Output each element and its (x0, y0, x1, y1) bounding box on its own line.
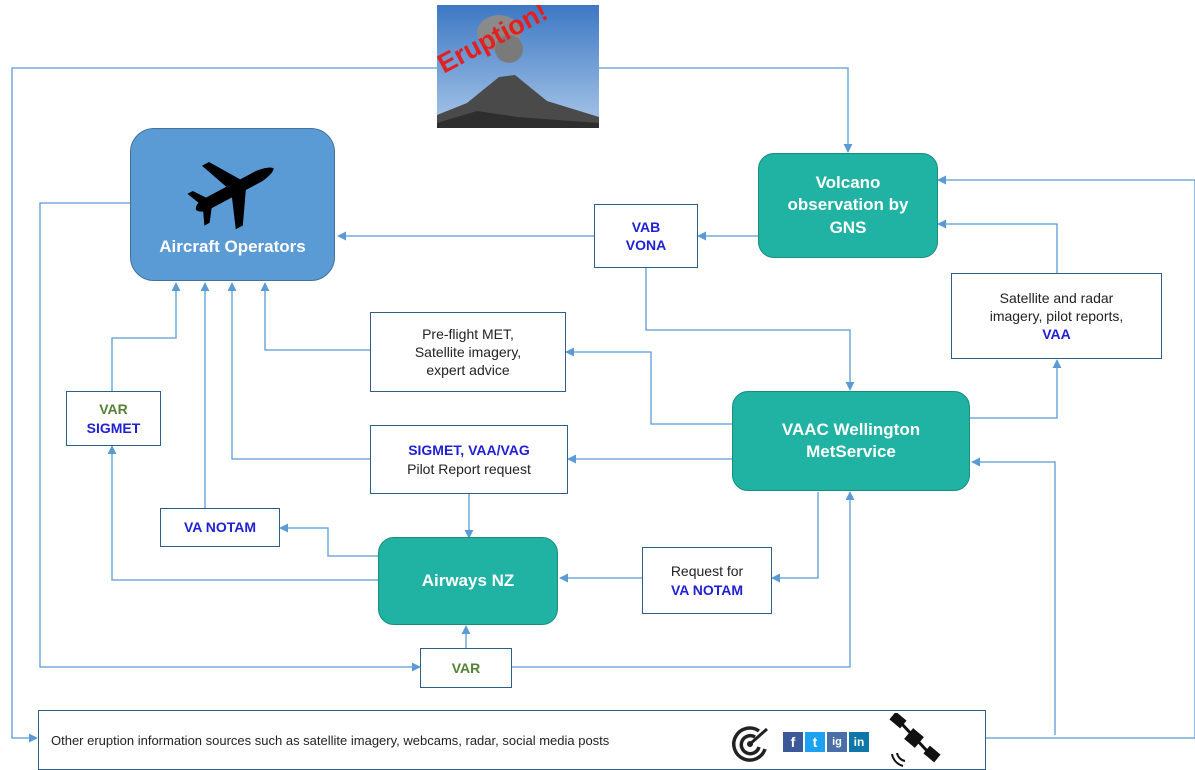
arrow-varsigmet-aircraft (111, 282, 181, 391)
va-notam-label: VA NOTAM (183, 519, 257, 536)
arrow-vaac-request (771, 492, 819, 583)
request-notam-box: Request for VA NOTAM (642, 547, 772, 614)
request-notam-line1: Request for (670, 563, 744, 580)
arrow-eruption-sources (11, 67, 437, 743)
arrow-vaac-preflight (565, 347, 732, 425)
arrow-airways-varsigmet (107, 445, 378, 581)
airplane-icon (186, 162, 274, 230)
instagram-icon: ig (827, 732, 847, 752)
request-notam-line2: VA NOTAM (670, 581, 744, 598)
vaac-label-line2: MetService (806, 442, 896, 461)
arrow-satradar-gns (937, 219, 1058, 273)
sigmet-vaa-box: SIGMET, VAA/VAG Pilot Report request (370, 425, 568, 494)
radar-icon (732, 726, 768, 762)
aircraft-operators-label: Aircraft Operators (159, 237, 306, 257)
var-label: VAR (99, 401, 128, 418)
gns-node: Volcano observation by GNS (758, 153, 938, 258)
var-bottom-label: VAR (451, 659, 481, 676)
arrow-eruption-gns (599, 67, 853, 153)
facebook-glyph: f (790, 734, 796, 750)
vona-label: VONA (625, 237, 667, 253)
arrow-sources-gns (937, 175, 1195, 739)
preflight-line1: Pre-flight MET, (422, 325, 514, 342)
airways-node: Airways NZ (378, 537, 558, 625)
facebook-icon: f (783, 732, 803, 752)
volcano-icon (437, 5, 599, 128)
preflight-box: Pre-flight MET, Satellite imagery, exper… (370, 312, 566, 392)
airways-label: Airways NZ (421, 570, 515, 590)
arrow-airways-vanotam (279, 523, 378, 557)
var-sigmet-box: VAR SIGMET (66, 391, 161, 446)
va-notam-box: VA NOTAM (160, 508, 280, 547)
vaac-node: VAAC Wellington MetService (732, 391, 970, 491)
sigmet-vaa-line1: SIGMET, VAA/VAG (408, 442, 530, 459)
arrow-sources-vaac (971, 457, 1056, 735)
arrow-vab-vaac (645, 268, 855, 391)
satellite-radar-line3: VAA (1042, 326, 1071, 343)
aircraft-operators-node: Aircraft Operators (130, 128, 335, 281)
preflight-line3: expert advice (426, 362, 510, 379)
var-bottom-box: VAR (420, 648, 512, 688)
satellite-radar-line1: Satellite and radar (999, 289, 1114, 306)
other-sources-label: Other eruption information sources such … (51, 733, 610, 748)
linkedin-glyph: in (853, 735, 865, 749)
satellite-icon (889, 713, 941, 767)
arrow-aircraft-var (39, 202, 421, 672)
gns-label: Volcano observation by GNS (787, 173, 909, 237)
other-sources-box: Other eruption information sources such … (38, 710, 986, 770)
arrow-preflight-aircraft (260, 282, 370, 351)
satellite-radar-line2: imagery, pilot reports, (989, 307, 1124, 324)
arrow-var-vaac (512, 491, 855, 668)
vab-label: VAB (631, 218, 661, 235)
arrow-vaac-satradar (970, 359, 1062, 419)
instagram-glyph: ig (832, 736, 842, 748)
eruption-label-text: Eruption! (437, 5, 553, 80)
linkedin-icon: in (849, 732, 869, 752)
sigmet-label: SIGMET (86, 419, 141, 436)
eruption-image: Eruption! (437, 5, 599, 128)
eruption-label: Eruption! (437, 5, 599, 128)
twitter-icon: t (805, 732, 825, 752)
sigmet-vaa-line2: Pilot Report request (407, 460, 531, 477)
vaac-label-line1: VAAC Wellington (781, 419, 921, 439)
satellite-radar-box: Satellite and radar imagery, pilot repor… (951, 273, 1162, 359)
preflight-line2: Satellite imagery, (414, 343, 522, 360)
vab-vona-box: VAB VONA (594, 204, 698, 268)
twitter-glyph: t (812, 734, 818, 750)
arrow-sigmet-aircraft (227, 282, 370, 460)
